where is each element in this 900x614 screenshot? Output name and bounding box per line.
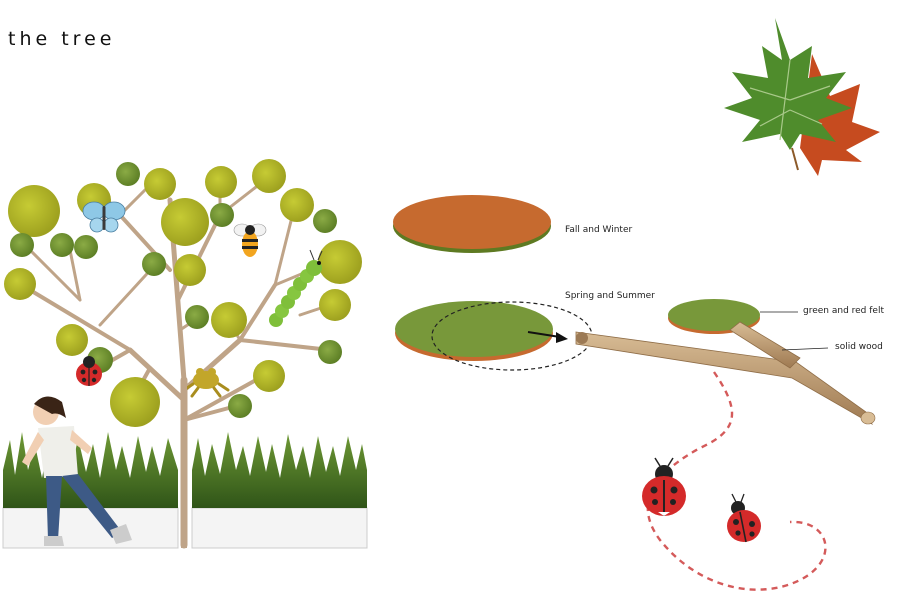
wooden-branch <box>575 321 876 426</box>
caterpillar-icon <box>269 249 323 327</box>
bee-icon <box>233 223 267 257</box>
label-fall-winter: Fall and Winter <box>565 225 633 235</box>
felt-leaves <box>4 159 362 427</box>
ladybug-path <box>646 371 827 591</box>
felt-disc-spring-summer <box>395 301 553 361</box>
tree-illustration <box>2 159 368 549</box>
ladybug-icon <box>642 457 686 516</box>
label-wood: solid wood <box>835 342 883 352</box>
frog-icon <box>182 368 230 398</box>
label-spring-summer: Spring and Summer <box>565 291 655 301</box>
ladybug-icon <box>727 493 761 543</box>
grass-planter-right <box>191 432 368 549</box>
arrow-icon <box>527 331 568 343</box>
ladybug-icon <box>76 356 102 386</box>
child-figure <box>22 396 132 546</box>
butterfly-icon <box>82 201 126 233</box>
label-felt: green and red felt <box>803 306 884 316</box>
felt-disc-fall-winter <box>393 195 551 253</box>
leader-line-wood <box>781 347 829 351</box>
tree-trunk <box>181 380 187 548</box>
maple-leaf-icon <box>724 18 880 176</box>
page-title: the tree <box>8 28 116 50</box>
